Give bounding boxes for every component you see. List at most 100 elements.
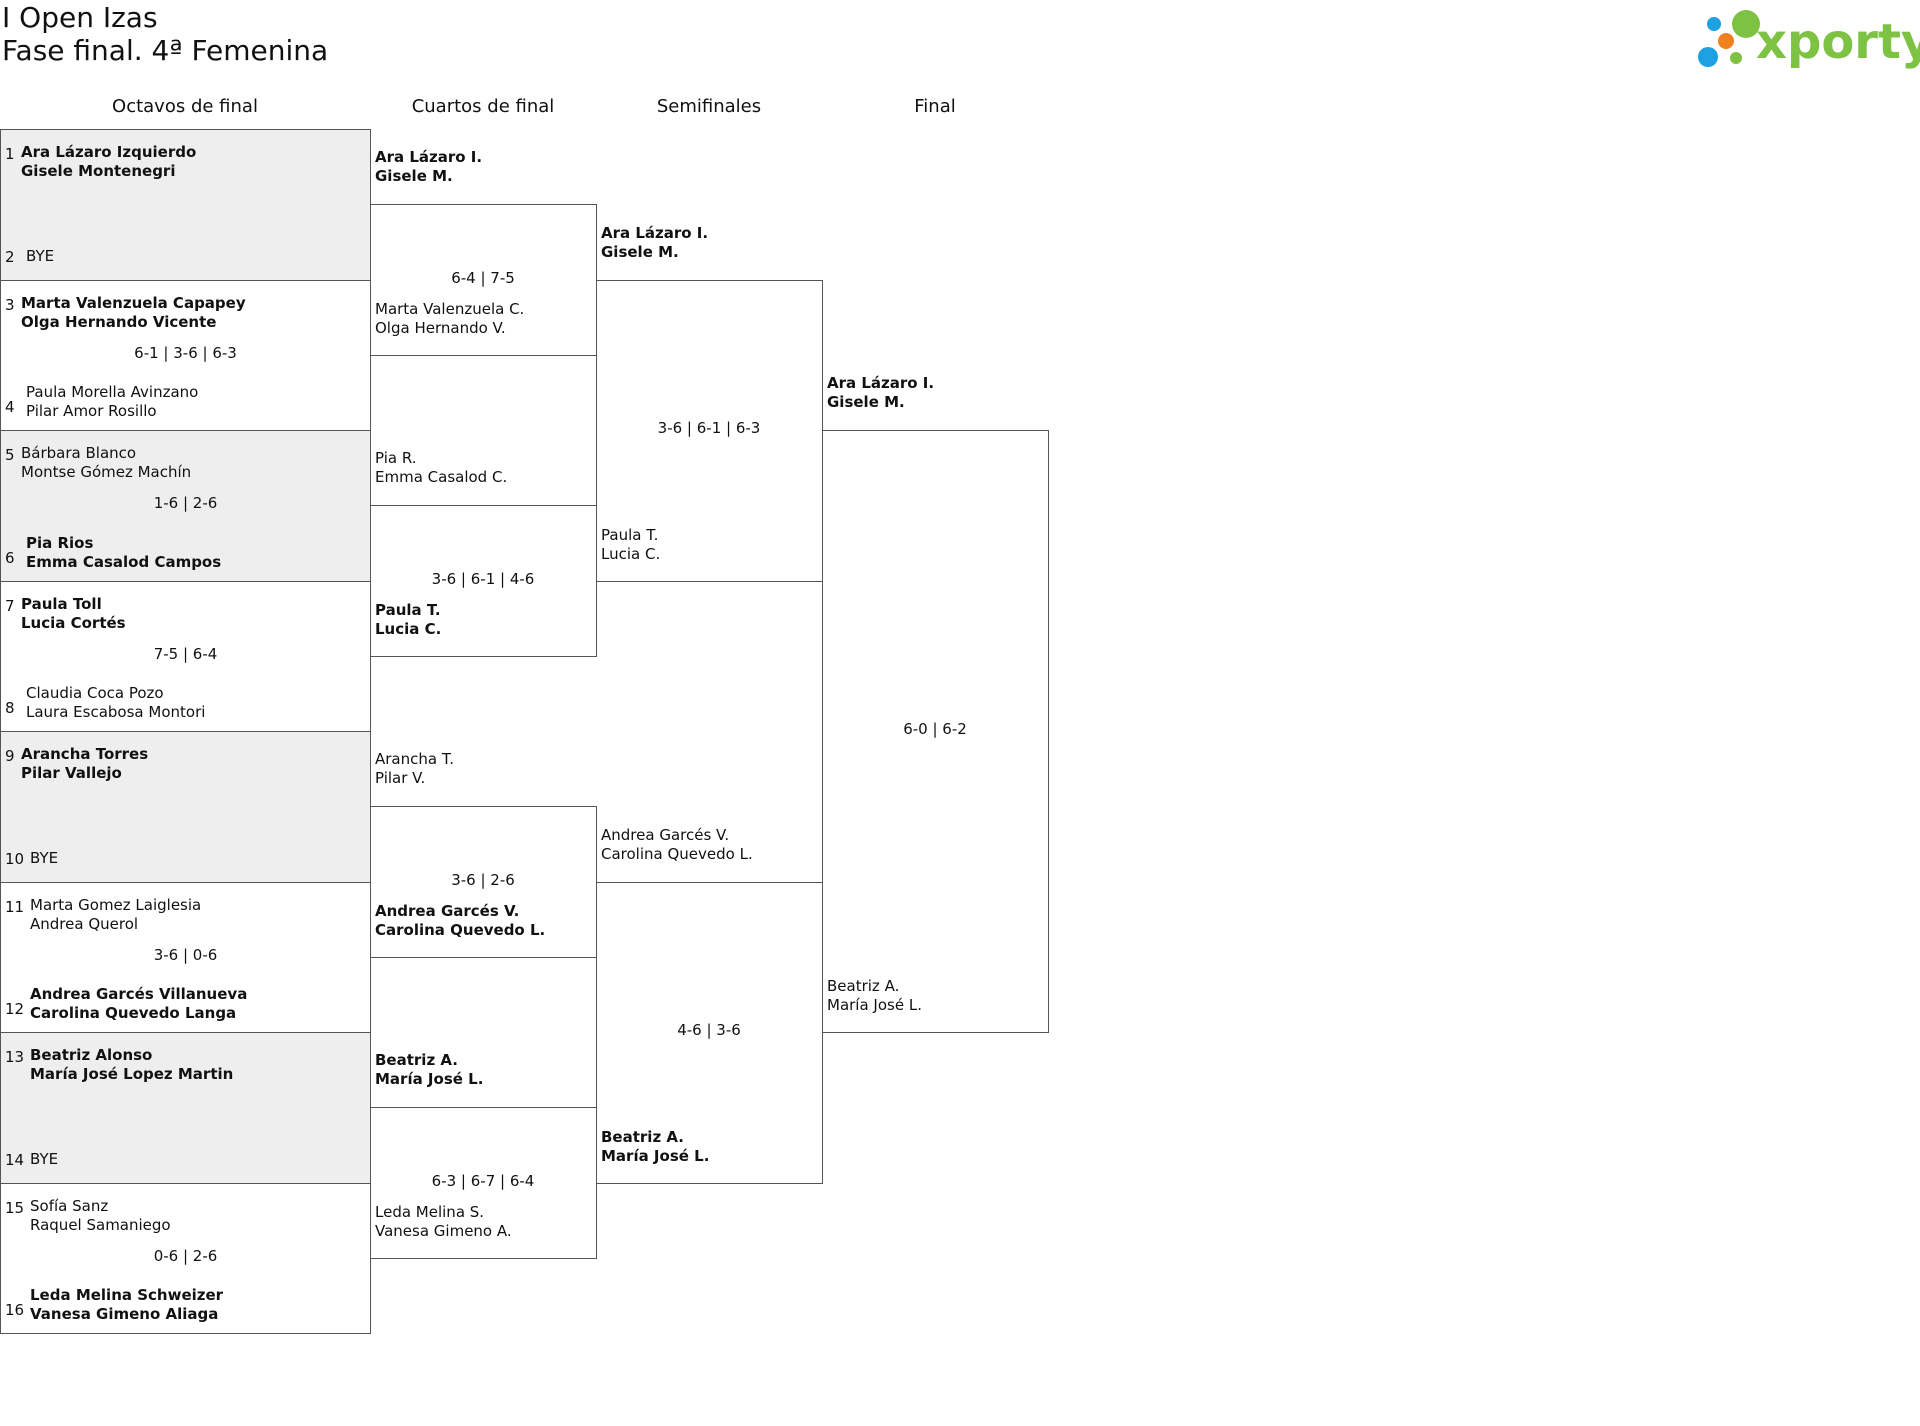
team-name: Paula T. <box>601 525 659 544</box>
team-name: Emma Casalod C. <box>375 468 508 487</box>
team-name: Vanesa Gimeno Aliaga <box>30 1305 219 1323</box>
match-score: 3-6 | 0-6 <box>153 945 218 964</box>
team-name: Pilar V. <box>375 769 426 788</box>
team-name: Andrea Garcés V. <box>375 901 520 920</box>
seed-number: 15 <box>5 1198 25 1217</box>
match-score: 3-6 | 6-1 | 4-6 <box>431 569 535 588</box>
logo-text: xporty <box>1756 14 1920 70</box>
match-score: 6-3 | 6-7 | 6-4 <box>431 1171 535 1190</box>
team-name: María José L. <box>375 1070 484 1089</box>
logo-dot-green-large <box>1732 10 1760 38</box>
team-name: Leda Melina Schweizer <box>30 1286 224 1304</box>
team-name: Lucia C. <box>601 544 661 563</box>
team-name: Paula Toll <box>21 594 102 613</box>
seed-number: 1 <box>5 145 15 163</box>
team-name: Carolina Quevedo Langa <box>30 1004 237 1022</box>
team-name: Olga Hernando V. <box>375 318 506 337</box>
match-score: 1-6 | 2-6 <box>153 494 218 512</box>
sf-match-box <box>596 279 823 582</box>
team-name: Gisele M. <box>375 167 453 186</box>
tournament-title: I Open Izas <box>2 1 158 34</box>
logo-dot-blue-large <box>1698 47 1718 67</box>
team-name: Ara Lázaro Izquierdo <box>21 143 197 161</box>
team-name: Ara Lázaro I. <box>601 223 709 242</box>
team-name: Leda Melina S. <box>375 1202 485 1221</box>
team-name: Marta Valenzuela C. <box>375 299 525 318</box>
team-name: BYE <box>30 1149 59 1168</box>
team-name: Carolina Quevedo L. <box>375 920 546 939</box>
team-name: BYE <box>30 848 59 867</box>
team-name: BYE <box>26 246 55 265</box>
match-score: 6-1 | 3-6 | 6-3 <box>134 343 237 362</box>
match-score: 0-6 | 2-6 <box>153 1246 218 1265</box>
logo-dot-blue <box>1707 17 1721 31</box>
team-name: Claudia Coca Pozo <box>26 684 164 702</box>
round-header-sf: Semifinales <box>656 96 762 117</box>
final-match-box <box>822 430 1049 1033</box>
match-score: 7-5 | 6-4 <box>153 644 218 663</box>
seed-number: 10 <box>5 849 25 868</box>
team-name: Paula Morella Avinzano <box>26 383 199 401</box>
r16-match-box <box>0 580 371 732</box>
team-name: Beatriz A. <box>601 1127 684 1146</box>
team-name: Beatriz A. <box>827 977 900 995</box>
team-name: Arancha Torres <box>21 745 149 763</box>
seed-number: 6 <box>5 548 15 567</box>
seed-number: 5 <box>5 446 15 464</box>
sf-match-box <box>596 881 823 1184</box>
seed-number: 16 <box>5 1301 25 1319</box>
qf-match-box <box>370 505 597 657</box>
logo-dot-green <box>1730 52 1742 64</box>
r16-match-box <box>0 1032 371 1184</box>
match-score: 3-6 | 6-1 | 6-3 <box>657 419 761 437</box>
round-header-r16: Octavos de final <box>112 96 258 117</box>
team-name: Ara Lázaro I. <box>827 374 935 392</box>
r16-match-box <box>0 279 371 431</box>
team-name: Laura Escabosa Montori <box>26 703 206 721</box>
team-name: Arancha T. <box>375 750 454 769</box>
match-score: 6-4 | 7-5 <box>451 268 515 287</box>
match-score: 4-6 | 3-6 <box>677 1021 741 1039</box>
team-name: Sofía Sanz <box>30 1196 109 1215</box>
team-name: Montse Gómez Machín <box>21 463 192 481</box>
team-name: Pilar Amor Rosillo <box>26 402 157 420</box>
team-name: Pia Rios <box>26 533 94 552</box>
seed-number: 13 <box>5 1048 25 1066</box>
team-name: Gisele M. <box>601 242 679 261</box>
team-name: Andrea Garcés Villanueva <box>30 985 248 1003</box>
team-name: María José L. <box>827 996 922 1014</box>
round-header-final: Final <box>914 96 956 117</box>
seed-number: 8 <box>5 699 15 717</box>
team-name: María José Lopez Martin <box>30 1065 234 1083</box>
team-name: Emma Casalod Campos <box>26 552 222 571</box>
seed-number: 14 <box>5 1150 25 1169</box>
match-score: 6-0 | 6-2 <box>903 720 967 738</box>
team-name: Paula T. <box>375 600 441 619</box>
team-name: Marta Valenzuela Capapey <box>21 293 246 312</box>
seed-number: 9 <box>5 747 15 765</box>
round-header-qf: Cuartos de final <box>411 96 555 117</box>
seed-number: 3 <box>5 295 15 314</box>
qf-match-box <box>370 204 597 356</box>
team-name: Andrea Querol <box>30 914 139 933</box>
team-name: María José L. <box>601 1146 710 1165</box>
team-name: Carolina Quevedo L. <box>601 844 753 863</box>
r16-match-box <box>0 881 371 1033</box>
team-name: Bárbara Blanco <box>21 444 137 462</box>
team-name: Olga Hernando Vicente <box>21 312 217 331</box>
seed-number: 7 <box>5 596 15 615</box>
team-name: Vanesa Gimeno A. <box>375 1221 512 1240</box>
draw-subtitle: Fase final. 4ª Femenina <box>2 34 329 67</box>
team-name: Ara Lázaro I. <box>375 148 483 167</box>
team-name: Andrea Garcés V. <box>601 825 730 844</box>
team-name: Raquel Samaniego <box>30 1215 171 1234</box>
qf-match-box <box>370 1107 597 1259</box>
logo-dot-orange <box>1718 33 1734 49</box>
seed-number: 2 <box>5 247 15 266</box>
team-name: Pilar Vallejo <box>21 764 122 782</box>
team-name: Beatriz Alonso <box>30 1046 153 1064</box>
team-name: Gisele Montenegri <box>21 162 176 180</box>
r16-match-box <box>0 1182 371 1334</box>
team-name: Marta Gomez Laiglesia <box>30 895 202 914</box>
team-name: Lucia Cortés <box>21 613 126 632</box>
